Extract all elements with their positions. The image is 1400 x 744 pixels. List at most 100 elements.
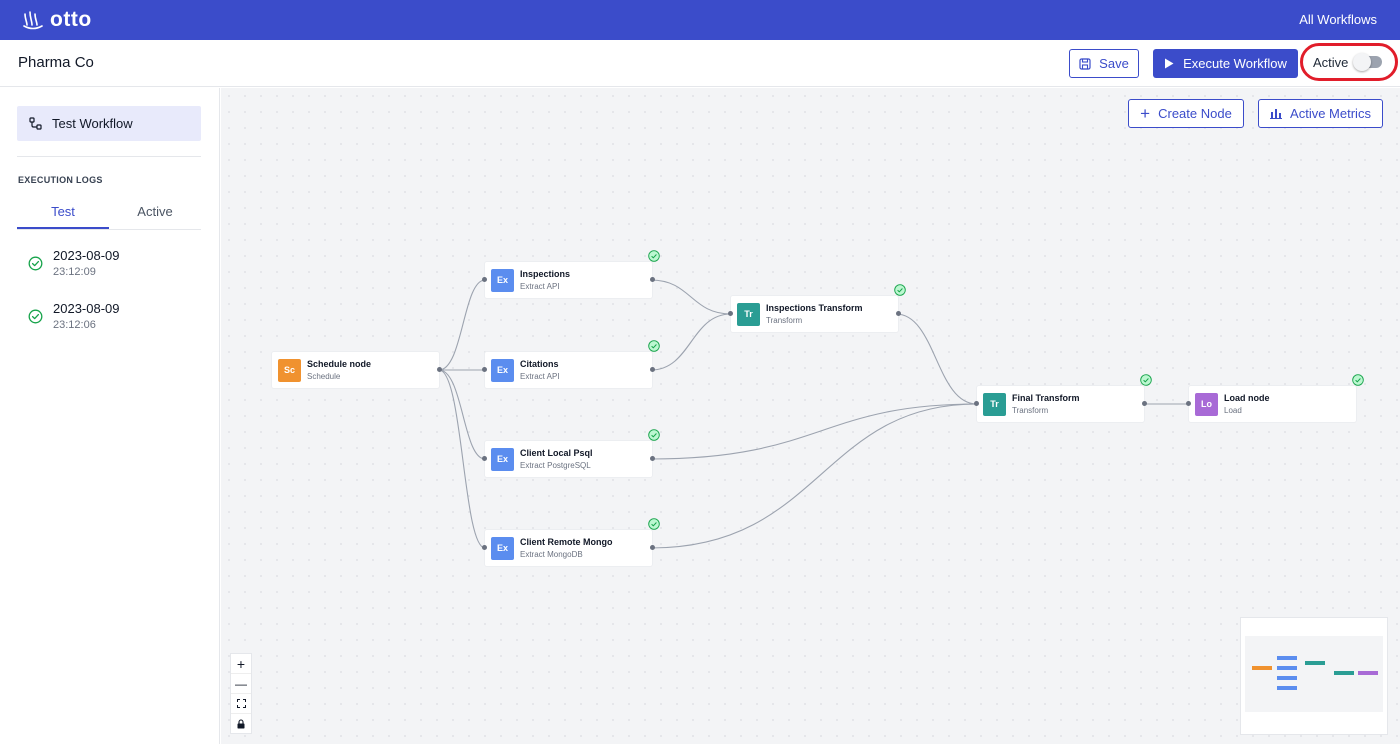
edges [438, 279, 1189, 549]
execute-label: Execute Workflow [1183, 56, 1287, 71]
output-handle[interactable] [650, 277, 655, 282]
node-badge: Sc [278, 358, 301, 382]
plus-icon: + [236, 655, 246, 672]
logo-text: otto [50, 8, 92, 31]
active-toggle[interactable] [1353, 53, 1383, 71]
minimap-node [1277, 666, 1297, 670]
edge-citations-transform [650, 313, 732, 371]
minimap-graph [1245, 636, 1383, 712]
success-check-icon [648, 429, 660, 441]
minimap[interactable] [1241, 618, 1387, 734]
save-icon [1079, 57, 1091, 70]
tab-active[interactable]: Active [137, 204, 173, 219]
active-label: Active [1313, 54, 1349, 70]
edge-mongo-final [650, 403, 978, 549]
input-handle[interactable] [482, 277, 487, 282]
edge-inspections-transform [650, 279, 732, 315]
edge-schedule-inspections [438, 279, 486, 371]
top-bar: otto All Workflows [0, 0, 1400, 40]
create-node-label: Create Node [1158, 106, 1232, 121]
log-time: 23:12:09 [53, 266, 96, 278]
node-inspections[interactable]: Ex Inspections Extract API [482, 250, 660, 298]
execute-workflow-button[interactable]: Execute Workflow [1153, 49, 1298, 78]
toggle-knob [1353, 53, 1372, 71]
output-handle[interactable] [896, 311, 901, 316]
node-type: Extract PostgreSQL [520, 461, 591, 470]
node-title: Client Remote Mongo [520, 537, 613, 547]
node-badge: Tr [737, 302, 760, 326]
workflow-item[interactable]: Test Workflow [17, 106, 201, 141]
log-tabs: Test Active [17, 196, 201, 230]
edge-psql-final [650, 403, 978, 460]
node-load[interactable]: Lo Load node Load [1186, 374, 1364, 422]
save-button[interactable]: Save [1069, 49, 1139, 78]
node-title: Schedule node [307, 359, 372, 369]
node-badge: Ex [491, 358, 514, 382]
org-name: Pharma Co [18, 54, 94, 71]
logo[interactable]: otto [22, 8, 92, 32]
log-date: 2023-08-09 [53, 248, 120, 263]
node-type: Extract MongoDB [520, 550, 583, 559]
node-inspections-transform[interactable]: Tr Inspections Transform Transform [728, 284, 906, 332]
node-citations[interactable]: Ex Citations Extract API [482, 340, 660, 388]
output-handle[interactable] [650, 545, 655, 550]
node-title: Load node [1224, 393, 1270, 403]
zoom-controls: + — [231, 654, 251, 733]
check-circle-icon [28, 256, 43, 271]
log-entry[interactable]: 2023-08-09 23:12:09 [28, 248, 120, 278]
log-time: 23:12:06 [53, 319, 96, 331]
workflow-icon [29, 117, 42, 130]
zoom-out-button[interactable]: — [231, 674, 251, 694]
node-client-local-psql[interactable]: Ex Client Local Psql Extract PostgreSQL [482, 429, 660, 477]
success-check-icon [894, 284, 906, 296]
log-entry[interactable]: 2023-08-09 23:12:06 [28, 301, 120, 331]
fit-view-button[interactable] [231, 694, 251, 714]
node-type: Extract API [520, 282, 560, 291]
input-handle[interactable] [974, 401, 979, 406]
node-client-remote-mongo[interactable]: Ex Client Remote Mongo Extract MongoDB [482, 518, 660, 566]
edge-schedule-mongo [438, 369, 486, 549]
play-icon [1165, 58, 1174, 69]
success-check-icon [1140, 374, 1152, 386]
node-schedule[interactable]: Sc Schedule node Schedule [272, 352, 442, 388]
output-handle[interactable] [1142, 401, 1147, 406]
input-handle[interactable] [1186, 401, 1191, 406]
input-handle[interactable] [728, 311, 733, 316]
minimap-node [1252, 666, 1272, 670]
node-final-transform[interactable]: Tr Final Transform Transform [974, 374, 1152, 422]
node-title: Citations [520, 359, 559, 369]
minimap-node [1277, 686, 1297, 690]
lock-button[interactable] [231, 714, 251, 733]
create-node-button[interactable]: + Create Node [1128, 99, 1244, 128]
output-handle[interactable] [437, 367, 442, 372]
otto-logo-icon [23, 11, 43, 30]
input-handle[interactable] [482, 545, 487, 550]
minimap-node [1334, 671, 1354, 675]
success-check-icon [648, 340, 660, 352]
fit-view-icon [236, 699, 246, 708]
active-metrics-label: Active Metrics [1290, 106, 1371, 121]
node-title: Inspections [520, 269, 571, 279]
edge-transform-final [895, 313, 978, 405]
tab-test[interactable]: Test [17, 196, 109, 229]
minimap-node [1277, 656, 1297, 660]
bar-chart-icon [1270, 109, 1283, 119]
node-badge: Ex [491, 268, 514, 292]
node-type: Schedule [307, 372, 341, 381]
node-title: Inspections Transform [766, 303, 863, 313]
active-metrics-button[interactable]: Active Metrics [1258, 99, 1383, 128]
minimap-node [1277, 676, 1297, 680]
node-type: Transform [1012, 406, 1049, 415]
zoom-in-button[interactable]: + [231, 654, 251, 674]
minimap-node [1358, 671, 1378, 675]
input-handle[interactable] [482, 367, 487, 372]
workflow-canvas[interactable]: + Create Node Active Metrics Sc Schedule… [221, 88, 1400, 744]
node-type: Extract API [520, 372, 560, 381]
output-handle[interactable] [650, 367, 655, 372]
output-handle[interactable] [650, 456, 655, 461]
check-circle-icon [28, 309, 43, 324]
all-workflows-link[interactable]: All Workflows [1299, 12, 1377, 27]
input-handle[interactable] [482, 456, 487, 461]
sidebar: Test Workflow EXECUTION LOGS Test Active… [0, 88, 220, 744]
success-check-icon [648, 518, 660, 530]
